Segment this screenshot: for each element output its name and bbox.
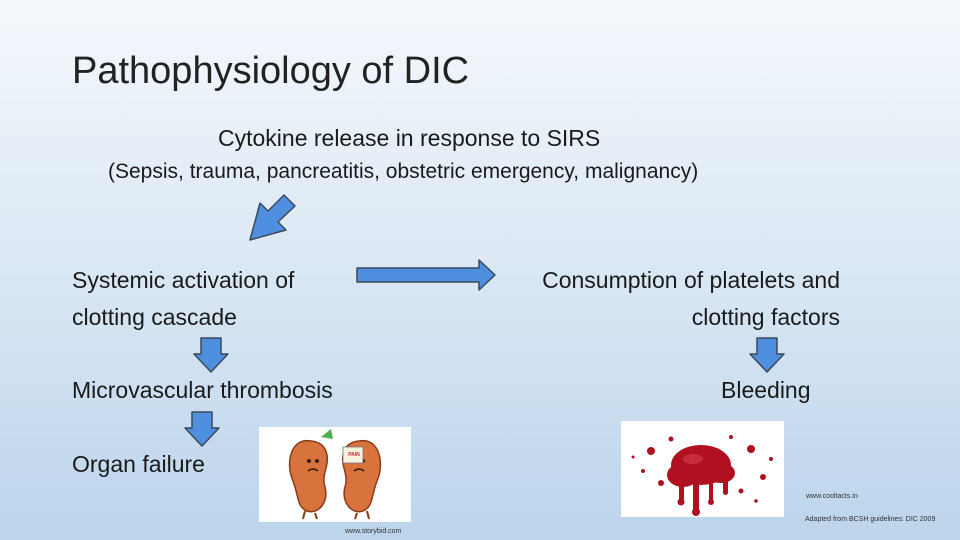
consumption-line-1: Consumption of platelets and	[542, 267, 840, 293]
slide-title: Pathophysiology of DIC	[72, 50, 470, 92]
activation-line-2: clotting cascade	[72, 304, 237, 330]
kidney-image-credit: www.storybid.com	[345, 528, 402, 535]
down-arrow-icon	[184, 411, 220, 447]
right-arrow-icon	[356, 259, 496, 291]
bleeding-label: Bleeding	[721, 377, 811, 403]
cause-examples: (Sepsis, trauma, pancreatitis, obstetric…	[108, 160, 699, 183]
kidney-cartoon-image: PAIN	[259, 427, 411, 522]
source-credit: Adapted from BCSH guidelines: DIC 2009	[805, 516, 936, 523]
down-arrow-icon	[193, 337, 229, 373]
activation-line-1: Systemic activation of	[72, 267, 295, 293]
thrombosis-label: Microvascular thrombosis	[72, 377, 333, 403]
blood-image-credit: www.cooltacts.in	[806, 493, 858, 500]
organ-failure-label: Organ failure	[72, 451, 205, 477]
diagonal-down-arrow-icon	[249, 194, 296, 241]
consumption-line-2: clotting factors	[691, 304, 840, 330]
blood-splatter-image	[621, 421, 784, 517]
down-arrow-icon	[749, 337, 785, 373]
kidney-sign-text: PAIN	[348, 452, 360, 458]
cause-line: Cytokine release in response to SIRS	[218, 125, 601, 151]
